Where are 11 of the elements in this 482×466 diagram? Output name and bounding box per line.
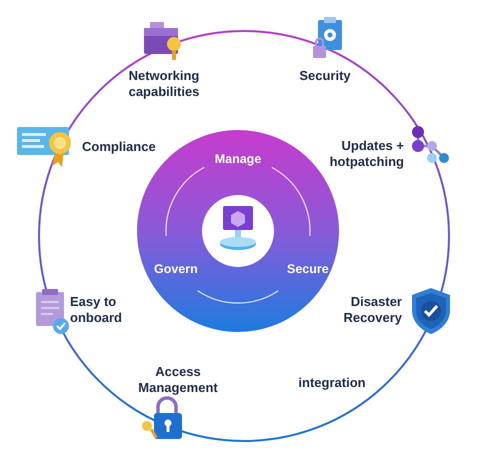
feature-label: Compliance: [82, 139, 172, 155]
feature-label: Easy to onboard: [70, 294, 140, 326]
feature-label: integration: [292, 375, 372, 391]
feature-label: Security: [290, 68, 360, 84]
feature-label: Networking capabilities: [118, 68, 210, 100]
feature-label: Disaster Recovery: [320, 294, 402, 326]
pillar-label: Manage: [214, 152, 262, 166]
pillar-label: Secure: [287, 262, 329, 276]
feature-label: Access Management: [128, 364, 228, 396]
feature-label: Updates + hotpatching: [318, 138, 404, 170]
pillar-label: Govern: [154, 262, 198, 276]
